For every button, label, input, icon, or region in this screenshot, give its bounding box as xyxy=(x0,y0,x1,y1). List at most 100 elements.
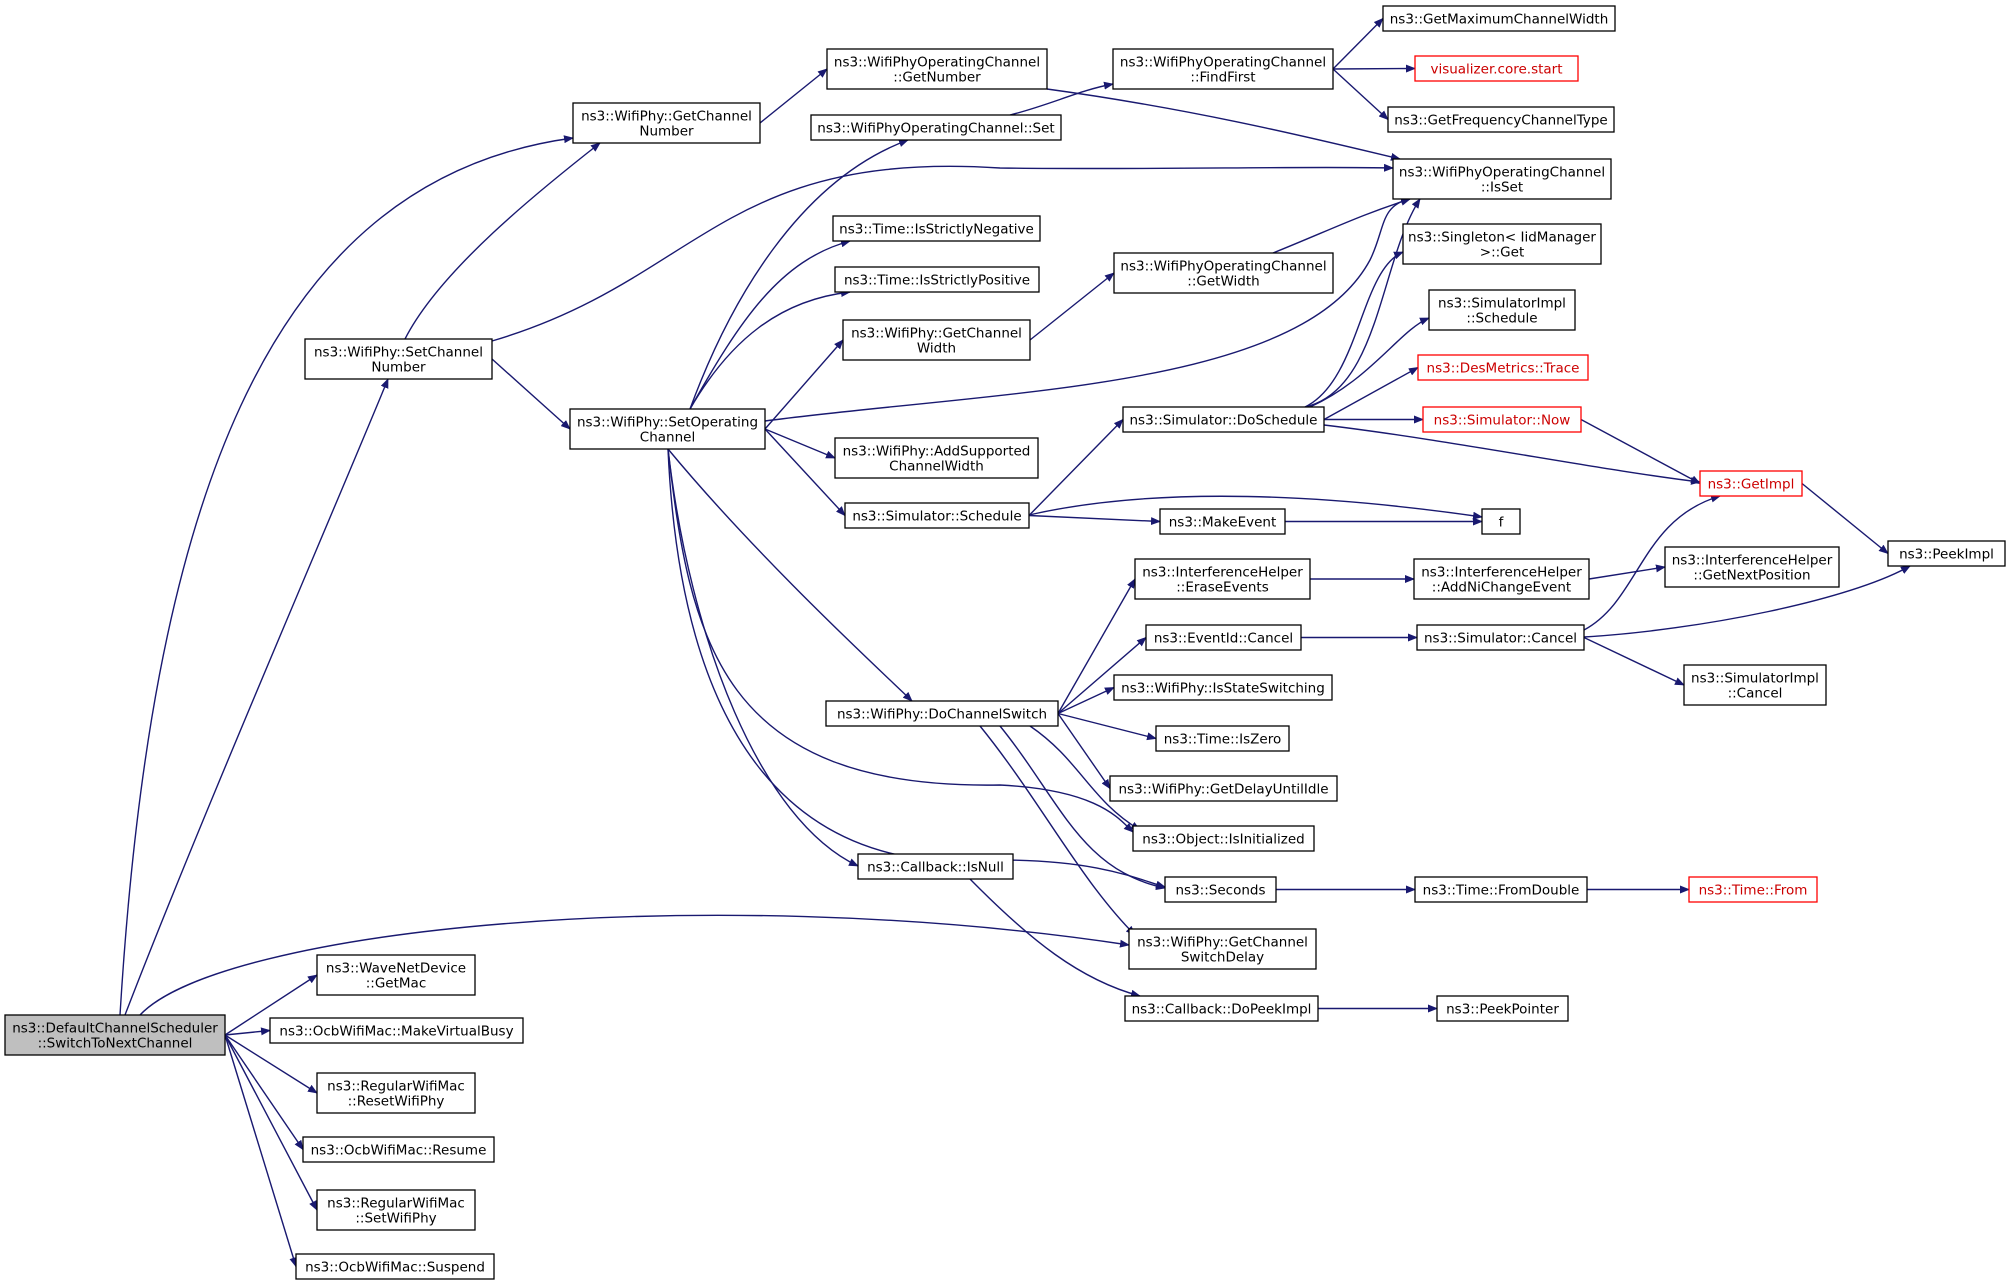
node-box xyxy=(302,1136,495,1163)
node-maxcw[interactable]: ns3::GetMaximumChannelWidth xyxy=(1382,5,1616,32)
edge-root-to-setchnum xyxy=(124,378,389,1016)
node-nextpos[interactable]: ns3::InterferenceHelper::GetNextPosition xyxy=(1664,546,1840,588)
edge-setop-to-cbnull xyxy=(667,448,859,867)
edge-setop-to-strneg xyxy=(689,239,851,410)
node-simnow[interactable]: ns3::Simulator::Now xyxy=(1422,406,1582,433)
node-cbnull[interactable]: ns3::Callback::IsNull xyxy=(857,853,1014,880)
node-iszero[interactable]: ns3::Time::IsZero xyxy=(1155,725,1290,752)
node-simsched[interactable]: ns3::Simulator::Schedule xyxy=(844,502,1030,529)
node-box xyxy=(1436,995,1569,1022)
node-label: ns3::Time::IsZero xyxy=(1164,732,1282,748)
edge-dochsw-to-evcancel xyxy=(1057,636,1147,715)
node-strpos[interactable]: ns3::Time::IsStrictlyPositive xyxy=(834,266,1040,293)
node-peekptr[interactable]: ns3::PeekPointer xyxy=(1436,995,1569,1022)
node-fromdouble[interactable]: ns3::Time::FromDouble xyxy=(1414,876,1588,903)
node-box xyxy=(569,408,766,450)
node-singleton[interactable]: ns3::Singleton< IidManager>::Get xyxy=(1402,223,1602,265)
node-resetphy[interactable]: ns3::RegularWifiMac::ResetWifiPhy xyxy=(316,1072,476,1114)
node-getimpl[interactable]: ns3::GetImpl xyxy=(1699,470,1803,497)
node-box xyxy=(1124,995,1319,1022)
node-dochsw[interactable]: ns3::WifiPhy::DoChannelSwitch xyxy=(825,700,1059,727)
node-box xyxy=(1422,406,1582,433)
node-vizstart[interactable]: visualizer.core.start xyxy=(1414,55,1579,82)
node-label: ns3::WifiPhy::GetChannel xyxy=(1137,935,1308,951)
node-mkbusy[interactable]: ns3::OcbWifiMac::MakeVirtualBusy xyxy=(269,1017,524,1044)
edge-simcancel-to-getimpl xyxy=(1583,494,1721,631)
node-setphy[interactable]: ns3::RegularWifiMac::SetWifiPhy xyxy=(316,1189,476,1231)
node-box xyxy=(834,266,1040,293)
node-erase[interactable]: ns3::InterferenceHelper::EraseEvents xyxy=(1134,558,1311,600)
node-implsched[interactable]: ns3::SimulatorImpl::Schedule xyxy=(1428,289,1576,331)
edge-dochsw-to-seconds xyxy=(999,725,1166,891)
node-label: ns3::GetMaximumChannelWidth xyxy=(1390,12,1609,28)
node-implcancel[interactable]: ns3::SimulatorImpl::Cancel xyxy=(1683,664,1827,706)
edge-dochsw-to-swdelay xyxy=(979,725,1136,936)
node-getnumber[interactable]: ns3::WifiPhyOperatingChannel::GetNumber xyxy=(826,48,1048,90)
node-box xyxy=(834,437,1039,479)
node-label: ChannelWidth xyxy=(889,459,984,475)
node-evcancel[interactable]: ns3::EventId::Cancel xyxy=(1145,624,1302,651)
node-box xyxy=(1416,624,1585,651)
node-box xyxy=(1387,106,1615,133)
edge-setop-to-objinit xyxy=(667,448,1134,833)
node-seconds[interactable]: ns3::Seconds xyxy=(1164,876,1277,903)
node-box xyxy=(316,1189,476,1231)
node-findfirst[interactable]: ns3::WifiPhyOperatingChannel::FindFirst xyxy=(1112,48,1334,90)
edge-findfirst-to-freqtype xyxy=(1332,68,1389,121)
node-desmetrics[interactable]: ns3::DesMetrics::Trace xyxy=(1417,354,1589,381)
node-box xyxy=(1112,48,1334,90)
node-opset[interactable]: ns3::WifiPhyOperatingChannel::Set xyxy=(810,114,1062,141)
node-addni[interactable]: ns3::InterferenceHelper::AddNiChangeEven… xyxy=(1413,558,1590,600)
node-peekimpl[interactable]: ns3::PeekImpl xyxy=(1887,540,2006,567)
edge-root-to-setphy xyxy=(224,1034,318,1211)
edge-getchnum-to-getnumber xyxy=(759,68,828,124)
node-label: ns3::InterferenceHelper xyxy=(1421,565,1582,581)
node-box xyxy=(1481,508,1521,535)
node-resume[interactable]: ns3::OcbWifiMac::Resume xyxy=(302,1136,495,1163)
node-doschedule[interactable]: ns3::Simulator::DoSchedule xyxy=(1122,406,1325,433)
node-makeevent[interactable]: ns3::MakeEvent xyxy=(1159,508,1286,535)
node-box xyxy=(1414,876,1588,903)
edge-addni-to-nextpos xyxy=(1588,564,1666,580)
edge-root-to-getchnum xyxy=(119,135,574,1016)
edge-getwidth-to-isset xyxy=(1272,197,1411,254)
node-label: ns3::GetImpl xyxy=(1708,477,1795,493)
node-label: ::GetNumber xyxy=(893,70,981,86)
node-label: ::EraseEvents xyxy=(1176,580,1269,596)
edge-dochsw-to-objinit xyxy=(1029,725,1141,831)
node-label: ns3::WifiPhy::IsStateSwitching xyxy=(1121,681,1325,697)
edge-setop-to-strpos xyxy=(689,289,851,410)
node-timefrom[interactable]: ns3::Time::From xyxy=(1688,876,1818,903)
node-label: ns3::WifiPhyOperatingChannel::Set xyxy=(817,121,1054,137)
node-stsw[interactable]: ns3::WifiPhy::IsStateSwitching xyxy=(1113,674,1333,701)
edge-setop-to-getchwidth xyxy=(764,339,844,430)
node-delayidle[interactable]: ns3::WifiPhy::GetDelayUntilIdle xyxy=(1109,775,1338,802)
node-label: ::IsSet xyxy=(1481,180,1523,196)
node-root[interactable]: ns3::DefaultChannelScheduler::SwitchToNe… xyxy=(4,1014,226,1056)
node-label: ns3::MakeEvent xyxy=(1169,515,1277,531)
node-suspend[interactable]: ns3::OcbWifiMac::Suspend xyxy=(295,1253,495,1280)
node-box xyxy=(316,1072,476,1114)
node-getwidth[interactable]: ns3::WifiPhyOperatingChannel::GetWidth xyxy=(1113,252,1334,294)
node-dopeek[interactable]: ns3::Callback::DoPeekImpl xyxy=(1124,995,1319,1022)
node-objinit[interactable]: ns3::Object::IsInitialized xyxy=(1132,825,1315,852)
node-box xyxy=(269,1017,524,1044)
node-getmac[interactable]: ns3::WaveNetDevice::GetMac xyxy=(316,954,476,996)
node-isset[interactable]: ns3::WifiPhyOperatingChannel::IsSet xyxy=(1392,158,1612,200)
node-label: ns3::PeekPointer xyxy=(1446,1002,1559,1018)
node-label: ns3::Simulator::Schedule xyxy=(852,509,1021,525)
node-simcancel[interactable]: ns3::Simulator::Cancel xyxy=(1416,624,1585,651)
node-strneg[interactable]: ns3::Time::IsStrictlyNegative xyxy=(832,215,1041,242)
node-freqtype[interactable]: ns3::GetFrequencyChannelType xyxy=(1387,106,1615,133)
node-box xyxy=(825,700,1059,727)
node-f[interactable]: f xyxy=(1481,508,1521,535)
node-box xyxy=(810,114,1062,141)
node-box xyxy=(1392,158,1612,200)
edge-doschedule-to-getimpl xyxy=(1323,424,1701,485)
